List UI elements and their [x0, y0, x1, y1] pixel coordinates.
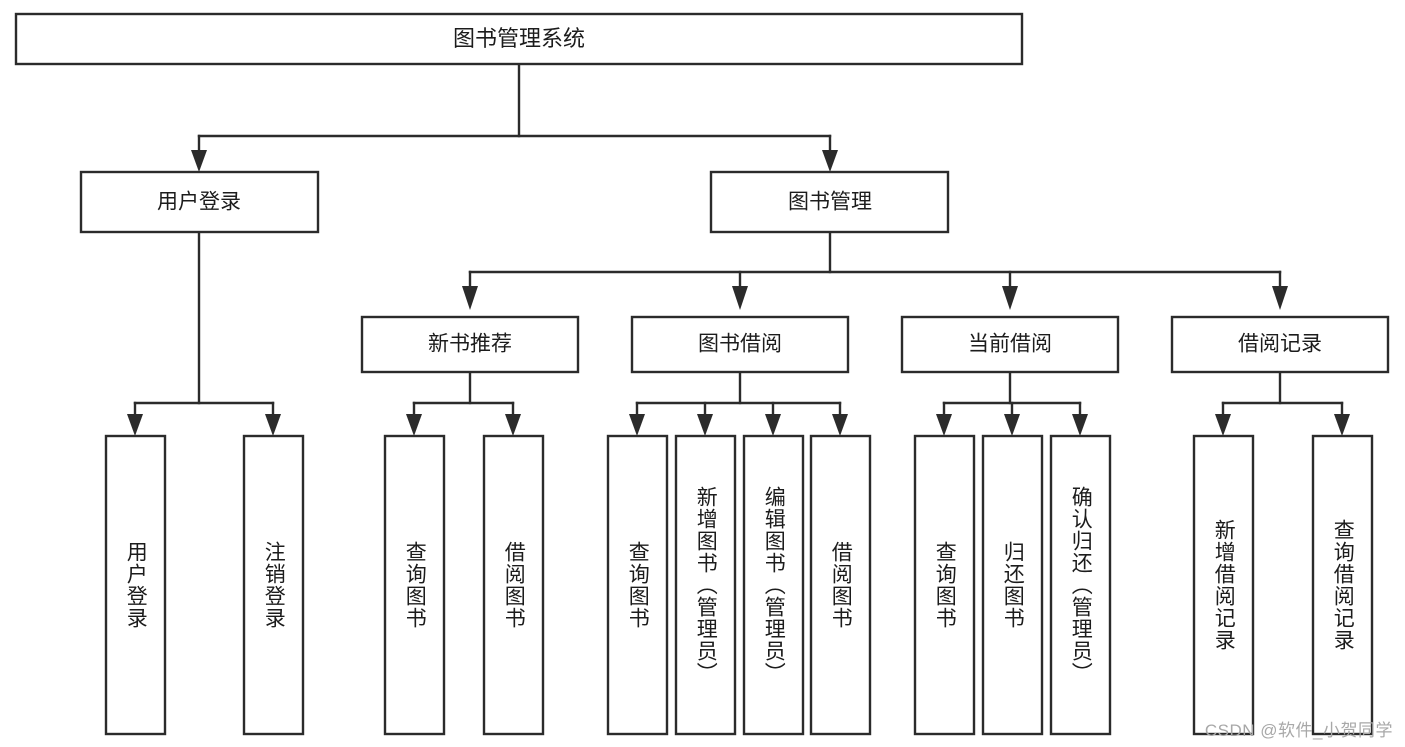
leaf-borrow-book-1-label: 借阅图书	[502, 541, 526, 629]
node-current-borrow-box[interactable]	[900, 315, 1120, 374]
leaf-edit-book-admin-label: 编辑图书（管理员）	[762, 486, 786, 684]
arrow-head-leaf-logout	[265, 414, 281, 436]
leaf-add-book-admin-label: 新增图书（管理员）	[694, 486, 718, 684]
leaf-logout[interactable]: 注销登录	[242, 434, 305, 736]
leaf-return-book-label: 归还图书	[1001, 541, 1025, 629]
leaf-query-book-3-box[interactable]	[913, 434, 976, 736]
leaf-add-borrow-record-box[interactable]	[1192, 434, 1255, 736]
node-book-borrow-label: 图书借阅	[698, 333, 782, 356]
node-borrow-record-label: 借阅记录	[1238, 333, 1322, 356]
node-book-management-box[interactable]	[709, 170, 950, 234]
leaf-borrow-book-2-box[interactable]	[809, 434, 872, 736]
arrow-head-leaf-add-record	[1215, 414, 1231, 436]
leaf-edit-book-admin-box[interactable]	[742, 434, 805, 736]
arrow-head-leaf-query-record	[1334, 414, 1350, 436]
node-book-borrow-box[interactable]	[630, 315, 850, 374]
node-borrow-record-box[interactable]	[1170, 315, 1390, 374]
leaf-edit-book-admin[interactable]: 编辑图书（管理员）	[742, 434, 805, 736]
leaf-query-book-3-label: 查询图书	[933, 541, 957, 629]
node-new-book-recommend[interactable]: 新书推荐	[360, 315, 580, 374]
leaf-logout-label: 注销登录	[262, 541, 286, 629]
node-user-login[interactable]: 用户登录	[79, 170, 320, 234]
node-new-book-recommend-label: 新书推荐	[428, 333, 512, 356]
leaf-query-book-2-box[interactable]	[606, 434, 669, 736]
leaf-confirm-return-admin-box[interactable]	[1049, 434, 1112, 736]
node-book-borrow[interactable]: 图书借阅	[630, 315, 850, 374]
node-book-management-label: 图书管理	[788, 191, 872, 214]
arrow-head-leaf-add-book	[697, 414, 713, 436]
arrow-head-leaf-borrow-book-1	[505, 414, 521, 436]
leaf-confirm-return-admin[interactable]: 确认归还（管理员）	[1049, 434, 1112, 736]
leaf-query-book-2[interactable]: 查询图书	[606, 434, 669, 736]
connector-layer	[127, 62, 1350, 436]
arrow-head-to-user-login	[191, 150, 207, 172]
leaf-query-book-1[interactable]: 查询图书	[383, 434, 446, 736]
node-current-borrow[interactable]: 当前借阅	[900, 315, 1120, 374]
arrow-head-leaf-query-book-1	[406, 414, 422, 436]
arrow-head-book-borrow	[732, 286, 748, 310]
node-user-login-box[interactable]	[79, 170, 320, 234]
leaf-add-borrow-record[interactable]: 新增借阅记录	[1192, 434, 1255, 736]
leaf-query-borrow-record-label: 查询借阅记录	[1331, 519, 1355, 651]
leaf-query-book-1-label: 查询图书	[403, 541, 427, 629]
arrow-head-leaf-query-book-2	[629, 414, 645, 436]
node-current-borrow-label: 当前借阅	[968, 333, 1052, 356]
leaf-query-book-1-box[interactable]	[383, 434, 446, 736]
node-root-system-label: 图书管理系统	[453, 26, 585, 51]
node-root-system[interactable]: 图书管理系统	[14, 12, 1024, 66]
leaf-return-book-box[interactable]	[981, 434, 1044, 736]
arrow-head-borrow-record	[1272, 286, 1288, 310]
leaf-query-borrow-record-box[interactable]	[1311, 434, 1374, 736]
leaf-borrow-book-1[interactable]: 借阅图书	[482, 434, 545, 736]
leaf-user-login-box[interactable]	[104, 434, 167, 736]
node-user-login-label: 用户登录	[157, 191, 241, 214]
leaf-logout-box[interactable]	[242, 434, 305, 736]
arrow-head-current-borrow	[1002, 286, 1018, 310]
node-root-system-box[interactable]	[14, 12, 1024, 66]
arrow-head-new-book-rec	[462, 286, 478, 310]
node-borrow-record[interactable]: 借阅记录	[1170, 315, 1390, 374]
leaf-return-book[interactable]: 归还图书	[981, 434, 1044, 736]
leaf-borrow-book-1-box[interactable]	[482, 434, 545, 736]
leaf-query-borrow-record[interactable]: 查询借阅记录	[1311, 434, 1374, 736]
arrow-head-leaf-user-login	[127, 414, 143, 436]
node-book-management[interactable]: 图书管理	[709, 170, 950, 234]
arrow-head-leaf-return-book	[1004, 414, 1020, 436]
leaf-add-borrow-record-label: 新增借阅记录	[1212, 519, 1236, 651]
leaf-user-login[interactable]: 用户登录	[104, 434, 167, 736]
arrow-head-to-book-mgmt	[822, 150, 838, 172]
arrow-head-leaf-edit-book	[765, 414, 781, 436]
arrow-head-leaf-borrow-book-2	[832, 414, 848, 436]
leaf-borrow-book-2[interactable]: 借阅图书	[809, 434, 872, 736]
leaf-query-book-3[interactable]: 查询图书	[913, 434, 976, 736]
leaf-user-login-label: 用户登录	[124, 541, 148, 629]
node-new-book-recommend-box[interactable]	[360, 315, 580, 374]
leaf-confirm-return-admin-label: 确认归还（管理员）	[1069, 486, 1093, 684]
arrow-head-leaf-query-book-3	[936, 414, 952, 436]
leaf-query-book-2-label: 查询图书	[626, 541, 650, 629]
leaf-add-book-admin[interactable]: 新增图书（管理员）	[674, 434, 737, 736]
leaf-add-book-admin-box[interactable]	[674, 434, 737, 736]
leaf-borrow-book-2-label: 借阅图书	[829, 541, 853, 629]
arrow-head-leaf-confirm-return	[1072, 414, 1088, 436]
